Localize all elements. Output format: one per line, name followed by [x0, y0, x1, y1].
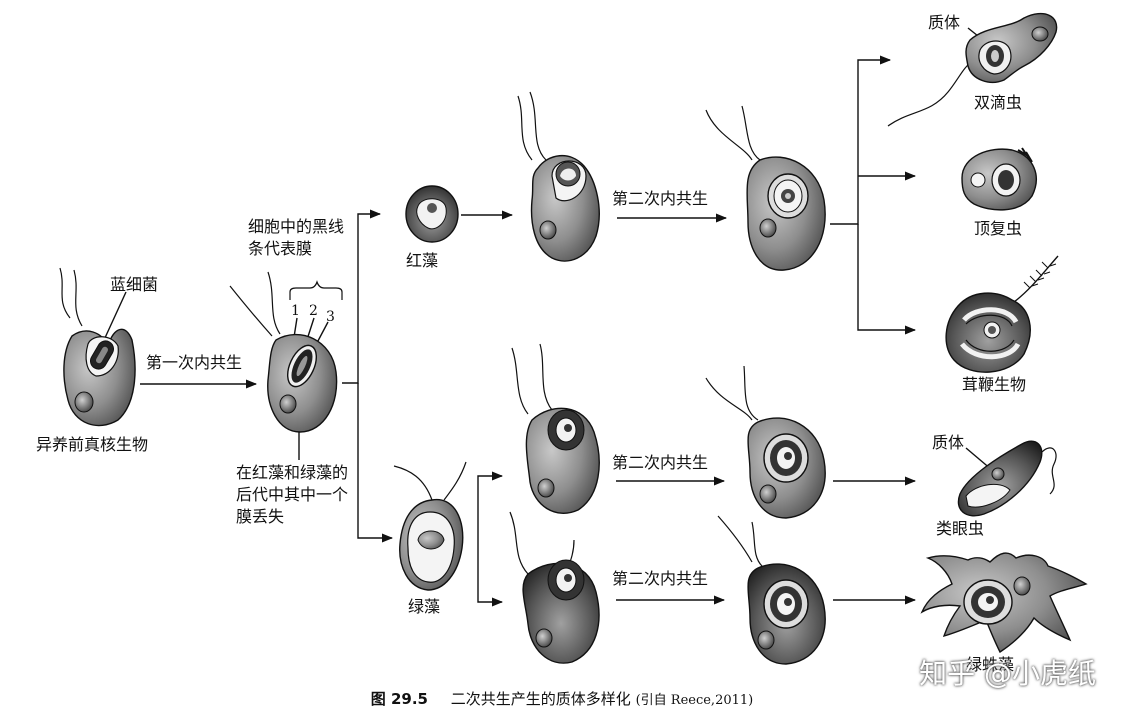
red-secondary-cell	[705, 105, 826, 271]
green-secondary-cell-a	[705, 365, 826, 519]
connectors	[103, 27, 994, 607]
figure-caption-source: (引自 Reece,2011)	[635, 693, 754, 708]
lost-membrane-note: 在红藻和绿藻的后代中其中一个膜丢失	[236, 463, 349, 526]
chlorarachniophyte-cell	[920, 552, 1088, 654]
dinoflagellate-label: 双滴虫	[974, 93, 1023, 112]
host-with-green-alga-b	[509, 511, 600, 664]
figure-caption-text: 二次共生产生的质体多样化	[450, 690, 631, 708]
green-alga-label: 绿藻	[408, 597, 441, 616]
red-alga-label: 红藻	[406, 251, 439, 270]
second-endosymbiosis-label-1: 第二次内共生	[612, 189, 709, 208]
membranes-brace	[289, 280, 343, 300]
arrow-to-red-alga	[342, 209, 382, 384]
host-with-red-alga	[517, 91, 600, 262]
figure-number: 图 29.5	[370, 690, 428, 708]
cyanobacterium-label: 蓝细菌	[110, 275, 159, 294]
arrow-green-to-host-a	[477, 471, 504, 540]
plastid-label-2: 质体	[932, 433, 965, 452]
euglenid-label: 类眼虫	[936, 519, 985, 538]
figure-caption: 图 29.5 二次共生产生的质体多样化 (引自 Reece,2011)	[0, 688, 1124, 709]
membrane-3-label: 3	[326, 309, 335, 325]
second-endosymbiosis-label-3: 第二次内共生	[612, 569, 709, 588]
arrow-green-to-host-b	[477, 540, 504, 607]
ancestor-label: 异养前真核生物	[36, 435, 149, 454]
apicomplexan-label: 顶复虫	[974, 219, 1023, 238]
cyanobacterium-leader	[103, 291, 127, 341]
chlorarachniophyte-label: 绿蛛藻	[966, 655, 1015, 674]
dinoflagellate-cell	[887, 13, 1058, 127]
green-alga-cell	[393, 461, 467, 591]
arrow-to-dinoflagellate	[830, 55, 892, 225]
membrane-2-label: 2	[309, 303, 318, 319]
watermark: 知乎 @小虎纸	[919, 657, 1096, 690]
membrane-1-label: 1	[291, 303, 300, 319]
stramenopile-cell	[945, 255, 1059, 373]
green-secondary-cell-b	[717, 515, 826, 665]
second-endosymbiosis-label-2: 第二次内共生	[612, 453, 709, 472]
arrow-to-green-alga	[357, 383, 394, 543]
plastid-label-1: 质体	[928, 13, 961, 32]
arrow-to-stramenopile	[857, 224, 917, 335]
red-alga-cell	[405, 185, 459, 243]
apicomplexan-cell	[961, 147, 1037, 211]
first-endosymbiosis-label: 第一次内共生	[146, 353, 243, 372]
euglenid-cell	[957, 440, 1057, 517]
membranes-note: 细胞中的黑线条代表膜	[248, 217, 345, 258]
primary-plastid-cell	[229, 271, 338, 433]
ancestor-cell	[59, 267, 136, 427]
host-with-green-alga-a	[511, 343, 600, 514]
stramenopile-label: 茸鞭生物	[962, 375, 1027, 394]
